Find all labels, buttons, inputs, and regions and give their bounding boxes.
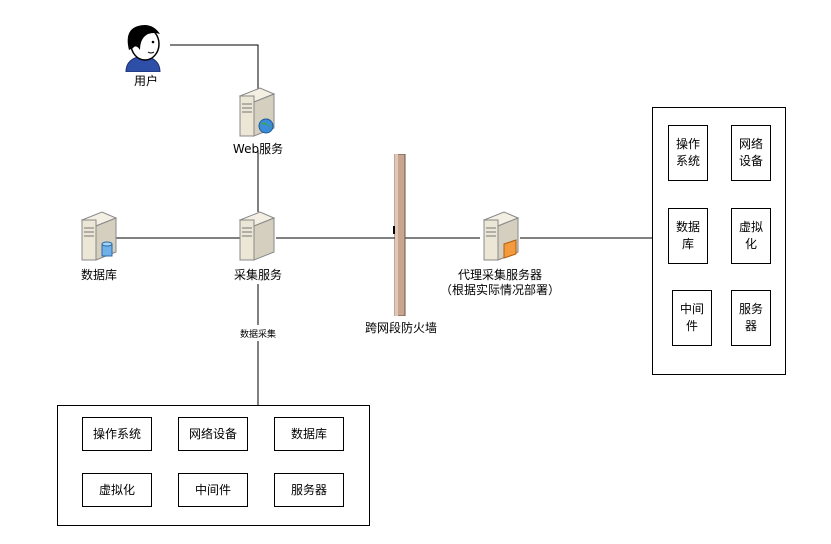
bottom-item-network: 网络设备: [178, 417, 248, 451]
person-icon: [125, 25, 161, 72]
collector-label: 采集服务: [233, 268, 282, 282]
right-item-middleware: 中间 件: [672, 290, 712, 346]
server-icon: [238, 211, 276, 261]
firewall-icon: [393, 154, 406, 316]
right-item-database: 数据 库: [668, 208, 708, 264]
data-collect-label: 数据采集: [239, 330, 276, 340]
proxy-server-icon: [482, 211, 520, 261]
bottom-item-database: 数据库: [274, 417, 344, 451]
bottom-item-virtualization: 虚拟化: [82, 473, 152, 507]
database-server-icon: [80, 211, 118, 261]
firewall-label: 跨网段防火墙: [364, 321, 437, 335]
bottom-item-middleware: 中间件: [178, 473, 248, 507]
right-item-server: 服务 器: [731, 290, 771, 346]
proxy-label-line2: （根据实际情况部署）: [439, 283, 560, 297]
proxy-label-line1: 代理采集服务器: [457, 268, 542, 282]
bottom-item-os: 操作系统: [82, 417, 152, 451]
user-label: 用户: [133, 74, 158, 88]
right-item-os: 操作 系统: [668, 125, 708, 181]
database-label: 数据库: [80, 268, 117, 282]
web-server-icon: [238, 87, 276, 137]
right-item-network: 网络 设备: [731, 125, 771, 181]
bottom-item-server: 服务器: [274, 473, 344, 507]
right-item-virtualization: 虚拟 化: [731, 208, 771, 264]
web-label: Web服务: [232, 142, 284, 156]
